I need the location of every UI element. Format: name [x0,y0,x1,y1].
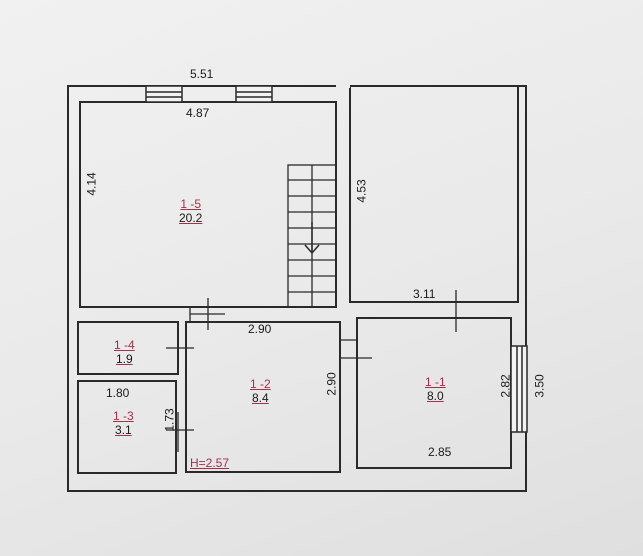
room-1-1-top-width-label: 3.11 [413,287,436,301]
door-1-1-top [432,290,478,332]
room-1-1-outer-height-label: 3.50 [532,374,547,398]
room-1-2-height-label: 2.90 [324,372,339,396]
window-top-left [145,85,183,103]
room-1-3-area: 3.1 [115,423,132,437]
right-upper-room-outline [349,85,519,303]
stair-arrow-icon [304,222,320,255]
room-1-2-area: 8.4 [252,391,269,405]
room-1-3-width-label: 1.80 [106,386,130,400]
room-1-4-label: 1 -4 1.9 [114,339,135,365]
room-1-3-id: 1 -3 [113,409,134,423]
room-1-1-label: 1 -1 8.0 [425,376,446,402]
room-1-4-id: 1 -4 [114,338,135,352]
ceiling-height-label: H=2.57 [190,456,230,470]
door-1-5 [189,298,225,330]
room-1-1-height-label: 2.82 [498,374,513,398]
window-right [510,345,528,433]
room-1-5-width-label: 4.87 [186,106,210,120]
room-1-5-id: 1 -5 [180,197,202,211]
room-1-3-height-label: 1.73 [162,408,177,432]
room-1-5-height-label: 4.14 [84,172,99,196]
outer-wall [67,85,527,492]
door-1-1-left [340,339,372,359]
right-upper-height-label: 4.53 [354,179,369,203]
outer-width-label: 5.51 [190,67,214,81]
window-top-right [235,85,273,103]
room-1-3-label: 1 -3 3.1 [113,410,134,436]
room-1-1-id: 1 -1 [425,375,446,389]
room-1-2-width-label: 2.90 [248,322,272,336]
room-1-3-outline [77,380,177,474]
room-1-5-label: 1 -5 20.2 [179,198,202,224]
room-1-1-bottom-width-label: 2.85 [428,445,452,459]
room-1-5-area: 20.2 [179,211,203,225]
room-1-2-outline [185,321,341,473]
room-1-2-id: 1 -2 [250,377,271,391]
door-1-3 [166,412,194,452]
room-1-4-area: 1.9 [116,352,133,366]
door-1-4 [166,330,194,366]
staircase [287,164,337,308]
room-1-2-label: 1 -2 8.4 [250,378,271,404]
room-1-1-area: 8.0 [427,389,444,403]
